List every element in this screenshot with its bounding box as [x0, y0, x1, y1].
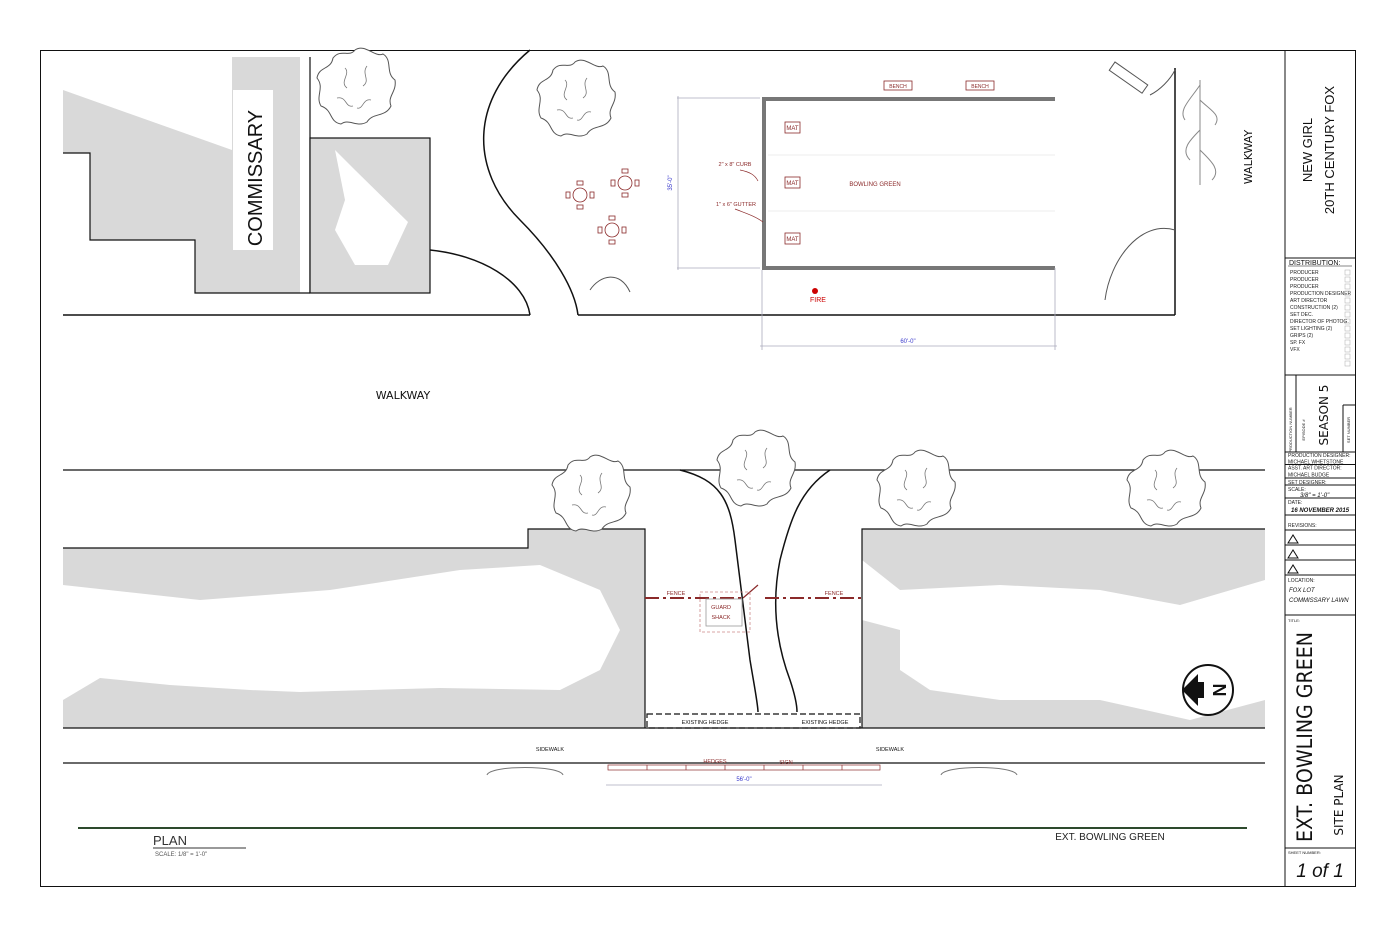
- bowling-green-label: BOWLING GREEN: [849, 182, 900, 188]
- svg-text:PRODUCER: PRODUCER: [1290, 284, 1319, 290]
- revisions-label: REVISIONS:: [1288, 523, 1317, 529]
- patio-table-icons: [565, 168, 640, 245]
- hedge-label: EXISTING HEDGE: [682, 720, 729, 726]
- tree-icon: [716, 429, 796, 507]
- title-label: TITLE:: [1288, 618, 1300, 623]
- sidewalk-label: SIDEWALK: [876, 747, 905, 753]
- fence-label: FENCE: [825, 591, 844, 597]
- production-designer: MICHAEL WHETSTONE: [1288, 460, 1344, 466]
- scale-value: 3/8" = 1'-0": [1300, 493, 1330, 499]
- mat-label: MAT: [786, 126, 799, 132]
- show-title: NEW GIRL: [1300, 118, 1315, 182]
- bench-label: BENCH: [971, 84, 989, 90]
- sheet-border: [40, 50, 1356, 887]
- shrub-icon: [1104, 228, 1176, 301]
- bench-icon: [1108, 61, 1149, 94]
- date-label: DATE:: [1288, 500, 1302, 506]
- bench-2: [965, 80, 995, 91]
- view-label: EXT. BOWLING GREEN: [1055, 832, 1164, 843]
- lower-lawn: [63, 469, 1265, 764]
- location-label: LOCATION:: [1288, 578, 1315, 584]
- shrub-icon: [589, 276, 631, 293]
- set-number-label: SET NUMBER: [1346, 417, 1351, 443]
- svg-text:PRODUCER: PRODUCER: [1290, 270, 1319, 276]
- svg-text:VFX: VFX: [1290, 347, 1300, 353]
- tree-icon: [551, 454, 631, 532]
- bench-label: BENCH: [889, 84, 907, 90]
- season-label: SEASON 5: [1317, 385, 1331, 446]
- sheet-subtitle: SITE PLAN: [1332, 774, 1346, 835]
- shack-label: SHACK: [712, 615, 731, 621]
- palm-icon: [1182, 80, 1218, 185]
- existing-hedge: [646, 713, 861, 729]
- commissary-area: [63, 49, 1176, 316]
- svg-text:SET DEC.: SET DEC.: [1290, 312, 1313, 318]
- dimension-width: 60'-0": [900, 339, 915, 345]
- commissary-label: COMMISSARY: [245, 110, 267, 246]
- title-block: [1285, 257, 1355, 849]
- bench-1: [883, 80, 913, 91]
- curb-note: 2" x 8" CURB: [719, 162, 752, 168]
- car-icon: [940, 767, 1018, 776]
- sidewalk-label: SIDEWALK: [536, 747, 565, 753]
- location-1: FOX LOT: [1289, 588, 1316, 594]
- tree-icon: [876, 449, 956, 527]
- asst-art-director-label: ASST. ART DIRECTOR:: [1288, 466, 1342, 472]
- car-icon: [486, 767, 564, 776]
- sign-label: SIGN: [779, 760, 792, 766]
- guard-shack: [699, 591, 751, 633]
- dimension-hedges: 56'-0": [736, 777, 751, 783]
- studio-name: 20TH CENTURY FOX: [1322, 86, 1337, 214]
- svg-text:ART DIRECTOR: ART DIRECTOR: [1290, 298, 1328, 304]
- production-number-label: PRODUCTION NUMBER: [1288, 407, 1293, 452]
- svg-text:SP. FX: SP. FX: [1290, 340, 1306, 346]
- distribution-list: PRODUCER PRODUCER PRODUCER PRODUCTION DE…: [1290, 269, 1352, 367]
- plan-scale: SCALE: 1/8" = 1'-0": [155, 852, 207, 858]
- sheet-title: EXT. BOWLING GREEN: [1293, 632, 1317, 842]
- north-arrow-icon: [1182, 664, 1234, 716]
- date-value: 16 NOVEMBER 2015: [1291, 508, 1350, 514]
- gutter-note: 1" x 6" GUTTER: [716, 202, 756, 208]
- north-label: N: [1210, 684, 1230, 697]
- svg-text:CONSTRUCTION (2): CONSTRUCTION (2): [1290, 305, 1338, 311]
- sheet-number-label: SHEET NUMBER:: [1288, 850, 1321, 855]
- mat-label: MAT: [786, 237, 799, 243]
- dimension-lines: [677, 96, 1057, 350]
- episode-label: EPISODE #: [1301, 419, 1306, 441]
- mat-label: MAT: [786, 181, 799, 187]
- svg-text:GRIPS (2): GRIPS (2): [1290, 333, 1313, 339]
- sheet-number: 1 of 1: [1296, 861, 1344, 882]
- guard-label: GUARD: [711, 605, 731, 611]
- svg-text:SET LIGHTING (2): SET LIGHTING (2): [1290, 326, 1332, 332]
- dimension-height: 35'-0": [668, 175, 674, 190]
- tree-icon: [1126, 449, 1206, 527]
- walkway-right-label: WALKWAY: [1242, 130, 1255, 185]
- hedge-label: EXISTING HEDGE: [802, 720, 849, 726]
- location-2: COMMISSARY LAWN: [1289, 598, 1349, 604]
- tree-icon: [316, 47, 396, 125]
- svg-text:PRODUCTION DESIGNER: PRODUCTION DESIGNER: [1290, 291, 1352, 297]
- production-designer-label: PRODUCTION DESIGNER:: [1288, 453, 1351, 459]
- tree-icon: [536, 59, 616, 137]
- fence-label: FENCE: [667, 591, 686, 597]
- hedges-row: [607, 764, 881, 771]
- mats: [784, 121, 801, 245]
- plan-title: PLAN: [153, 833, 187, 848]
- walkway-label: WALKWAY: [376, 389, 431, 402]
- set-designer-label: SET DESIGNER:: [1288, 480, 1327, 486]
- hedges-label: HEDGES: [703, 759, 727, 765]
- distribution-label: DISTRIBUTION:: [1289, 260, 1340, 267]
- scale-label: SCALE:: [1288, 487, 1306, 493]
- svg-text:PRODUCER: PRODUCER: [1290, 277, 1319, 283]
- fire-label: FIRE: [810, 297, 826, 304]
- bowling-green: [762, 97, 1055, 270]
- svg-text:DIRECTOR OF PHOTOG.: DIRECTOR OF PHOTOG.: [1290, 319, 1349, 325]
- fire-icon: [812, 288, 818, 294]
- asst-art-director: MICHAEL BUDGE: [1288, 473, 1330, 479]
